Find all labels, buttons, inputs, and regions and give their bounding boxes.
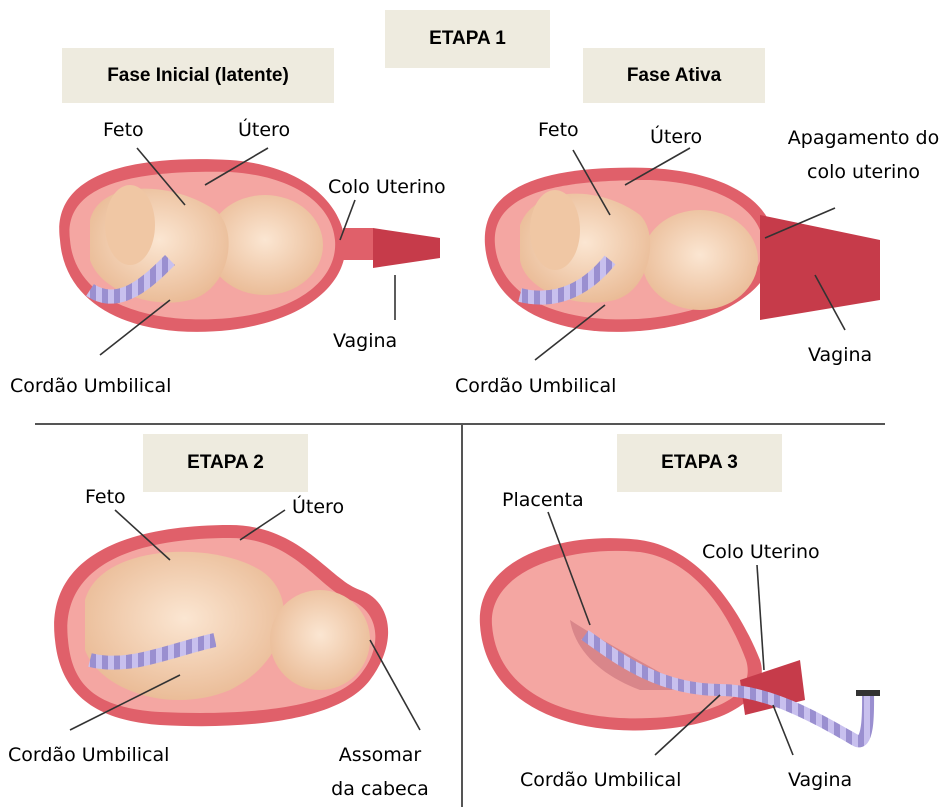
uterus-stage-2 [54,525,388,726]
label-apagamento: Apagamento do colo uterino [775,126,952,184]
label-vagina-1: Vagina [333,329,397,353]
header-fase-ativa: Fase Ativa [583,48,765,103]
label-cordao-4: Cordão Umbilical [520,768,681,792]
label-colo-uterino-4: Colo Uterino [702,540,820,564]
label-assomar: Assomar da cabeca [325,743,435,801]
uterus-active-phase [485,168,880,332]
header-etapa-1: ETAPA 1 [385,10,550,68]
label-assomar-line1: Assomar [325,743,435,767]
label-assomar-line2: da cabeca [325,777,435,801]
label-utero-1: Útero [238,118,290,142]
label-feto-1: Feto [103,118,144,142]
label-colo-uterino-1: Colo Uterino [328,175,446,199]
label-feto-3: Feto [85,485,126,509]
header-etapa-2: ETAPA 2 [143,434,308,492]
uterus-stage-3 [480,538,880,741]
label-feto-2: Feto [538,118,579,142]
label-apagamento-line1: Apagamento do [775,126,952,150]
label-cordao-1: Cordão Umbilical [10,374,171,398]
label-vagina-2: Vagina [808,343,872,367]
label-placenta: Placenta [502,488,584,512]
label-utero-3: Útero [292,495,344,519]
header-fase-inicial: Fase Inicial (latente) [62,48,334,103]
label-vagina-4: Vagina [788,768,852,792]
label-utero-2: Útero [650,125,702,149]
label-cordao-3: Cordão Umbilical [8,743,169,767]
header-etapa-3: ETAPA 3 [617,434,782,492]
label-apagamento-line2: colo uterino [775,160,952,184]
label-cordao-2: Cordão Umbilical [455,374,616,398]
